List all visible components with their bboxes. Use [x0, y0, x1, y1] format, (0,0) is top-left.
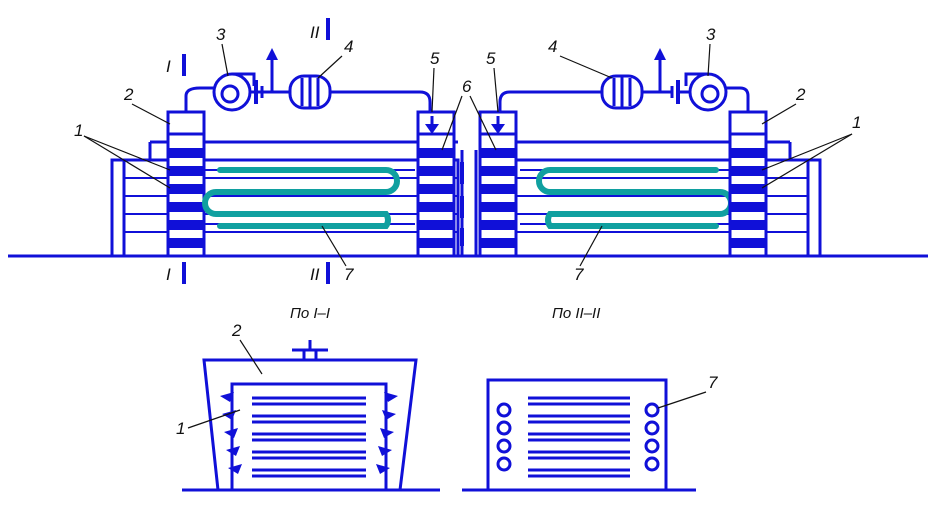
- label-sec2-top: II: [310, 23, 320, 42]
- left-chamber: [110, 140, 460, 258]
- fan-left-icon: [212, 72, 252, 112]
- label-sec1-top: I: [166, 57, 171, 76]
- section-1-view: 2 1: [176, 321, 418, 492]
- label-6: 6: [462, 77, 472, 96]
- label-sec1-bottom: I: [166, 265, 171, 284]
- label-2-section: 2: [231, 321, 242, 340]
- label-7-left: 7: [344, 265, 354, 284]
- exhaust-duct-right: [478, 110, 518, 258]
- section-marks: [182, 18, 330, 284]
- label-4-left: 4: [344, 37, 353, 56]
- air-duct-right: [728, 110, 768, 258]
- label-4-right: 4: [548, 37, 557, 56]
- heating-coil-right: [536, 167, 734, 229]
- callout-labels: I I II II 3 4 2 1 5 6 7 5 4 3 2 1 7: [74, 23, 861, 284]
- fan-right-icon: [688, 72, 728, 112]
- label-3-right: 3: [706, 25, 716, 44]
- right-chamber: [478, 140, 822, 258]
- fan-heater-left: [184, 48, 432, 112]
- label-5-left: 5: [430, 49, 440, 68]
- label-1-section: 1: [176, 419, 185, 438]
- section-2-view: 7: [486, 373, 718, 492]
- caption-section-2: По II–II: [552, 305, 600, 322]
- center-partition: [460, 150, 478, 256]
- label-7-section: 7: [708, 373, 718, 392]
- heater-right-icon: [600, 74, 644, 110]
- air-duct-left: [166, 110, 206, 258]
- caption-section-1: По I–I: [290, 305, 330, 322]
- label-3-left: 3: [216, 25, 226, 44]
- label-7-right: 7: [574, 265, 584, 284]
- heater-left-icon: [288, 74, 332, 110]
- label-2-left: 2: [123, 85, 134, 104]
- exhaust-duct-left: [416, 110, 456, 258]
- label-1-right: 1: [852, 113, 861, 132]
- label-5-right: 5: [486, 49, 496, 68]
- heating-coil-left: [202, 167, 400, 229]
- label-sec2-bottom: II: [310, 265, 320, 284]
- fan-heater-right: [498, 48, 750, 112]
- label-1-left: 1: [74, 121, 83, 140]
- label-2-right: 2: [795, 85, 806, 104]
